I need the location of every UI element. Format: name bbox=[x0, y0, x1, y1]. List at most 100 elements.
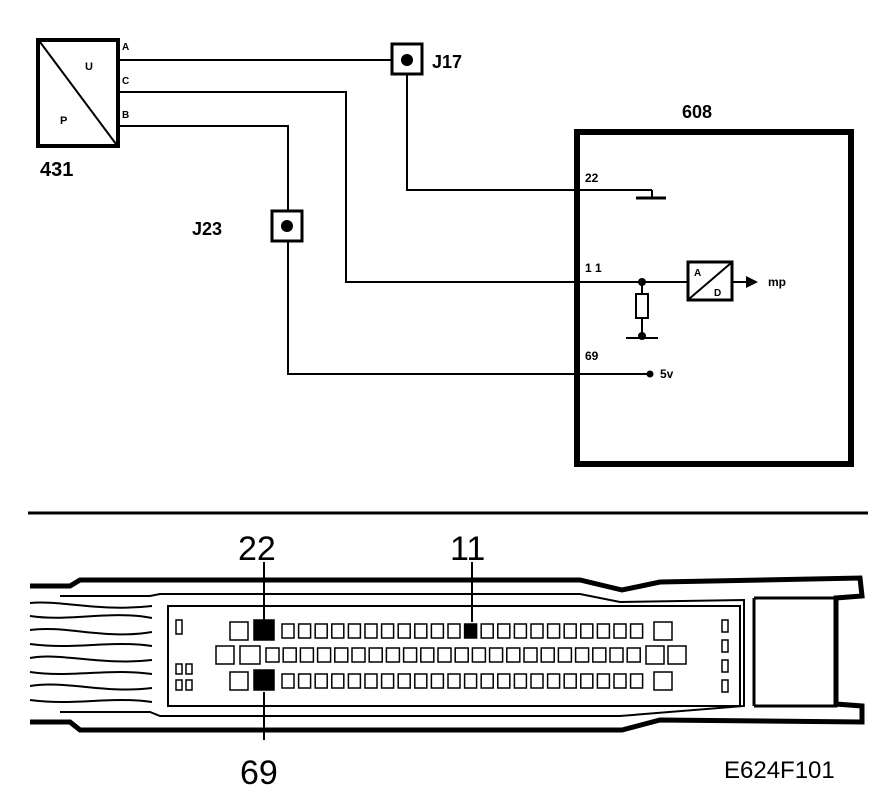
ecu-608: 608 22 1 1 A D mp 69 5v bbox=[574, 102, 854, 467]
connector-pin bbox=[629, 673, 644, 689]
connector-pin bbox=[592, 647, 607, 663]
connector-pin-rows bbox=[215, 619, 687, 691]
connector-pin bbox=[331, 623, 345, 639]
connector-pin bbox=[463, 673, 478, 689]
connector-pin bbox=[454, 647, 469, 663]
figure-id: E624F101 bbox=[724, 757, 835, 784]
connector-pin bbox=[420, 647, 435, 663]
connector-pin bbox=[596, 623, 611, 639]
connector-pin bbox=[497, 623, 511, 639]
connector-pin bbox=[506, 647, 521, 663]
connector-pin bbox=[314, 623, 328, 639]
connector-pin bbox=[380, 673, 395, 689]
connector-pin bbox=[414, 673, 428, 689]
ecu-output-label: mp bbox=[768, 275, 786, 289]
connector-housing-inner bbox=[60, 593, 745, 717]
ecu-supply-label: 5v bbox=[660, 367, 674, 381]
connector-pin bbox=[513, 673, 528, 689]
j23-box bbox=[270, 209, 304, 243]
connector-pin bbox=[364, 673, 378, 689]
connector-pin bbox=[574, 647, 590, 663]
adc-label-d: D bbox=[714, 288, 721, 299]
connector-pin bbox=[488, 647, 504, 663]
connector-pin bbox=[613, 673, 627, 689]
connector-pin bbox=[557, 647, 573, 663]
wire-bundle bbox=[29, 601, 153, 703]
wires bbox=[118, 59, 580, 375]
connector-slots-left bbox=[175, 619, 193, 691]
connector-pin bbox=[513, 623, 528, 639]
connector-pin bbox=[380, 623, 395, 639]
connector-pin bbox=[347, 673, 362, 689]
connector-pin-11 bbox=[463, 623, 478, 639]
connector-pin bbox=[297, 623, 312, 639]
ecu-ref: 608 bbox=[682, 102, 712, 122]
callout-11: 11 bbox=[450, 530, 485, 568]
wire-j23-69 bbox=[287, 242, 580, 375]
connector-pin bbox=[447, 623, 461, 639]
connector-pin bbox=[563, 673, 577, 689]
connector-pin bbox=[645, 645, 665, 665]
connector-pin bbox=[540, 647, 555, 663]
connector-pin bbox=[437, 647, 452, 663]
connector-pin bbox=[629, 623, 644, 639]
connector-slots-right bbox=[721, 619, 729, 693]
callout-22: 22 bbox=[238, 530, 276, 568]
connector-pin bbox=[613, 623, 627, 639]
connector-pin bbox=[297, 673, 312, 689]
connector-pin bbox=[471, 647, 487, 663]
j17-box bbox=[390, 42, 424, 76]
connector-pin bbox=[397, 673, 411, 689]
connector-pin bbox=[402, 647, 418, 663]
ecu-supply-node bbox=[646, 370, 654, 378]
connector-pin bbox=[530, 673, 544, 689]
sensor-ref: 431 bbox=[40, 159, 73, 181]
connector-pin bbox=[447, 673, 461, 689]
connector-pin bbox=[497, 673, 511, 689]
sensor-diagonal bbox=[39, 41, 117, 145]
sensor-pin-a: A bbox=[122, 42, 129, 53]
junction-j17: J17 bbox=[390, 42, 462, 76]
ecu-pin-22: 22 bbox=[585, 171, 599, 185]
connector-pin bbox=[347, 623, 362, 639]
connector-face bbox=[167, 605, 741, 707]
sensor-pin-c: C bbox=[122, 76, 129, 87]
connector-pin bbox=[364, 623, 378, 639]
connector-locking-tab bbox=[754, 596, 838, 708]
connector-pin bbox=[414, 623, 428, 639]
j23-label: J23 bbox=[192, 219, 222, 239]
sensor-431: U P A C B 431 bbox=[36, 38, 129, 181]
connector-pin bbox=[299, 647, 315, 663]
connector-pin bbox=[385, 647, 401, 663]
connector-pin bbox=[334, 647, 349, 663]
connector-pin bbox=[546, 623, 561, 639]
connector-pin bbox=[430, 623, 445, 639]
ecu-pin-11: 1 1 bbox=[585, 261, 602, 275]
sensor-label-p: P bbox=[60, 115, 67, 127]
connector-pin-69 bbox=[253, 669, 275, 691]
connector-pin-22 bbox=[253, 619, 275, 641]
connector-pin bbox=[265, 647, 280, 663]
connector-pin bbox=[351, 647, 366, 663]
j23-dot bbox=[281, 220, 293, 232]
connector-pin bbox=[546, 673, 561, 689]
j17-label: J17 bbox=[432, 52, 462, 72]
connector-pin bbox=[653, 671, 673, 691]
adc-output-arrow bbox=[746, 276, 758, 288]
junction-j23: J23 bbox=[192, 209, 304, 243]
connector-pin bbox=[215, 645, 235, 665]
connector-pin bbox=[667, 645, 687, 665]
j17-dot bbox=[401, 54, 413, 66]
adc-diagonal bbox=[688, 262, 732, 300]
wire-j17-22 bbox=[406, 75, 580, 191]
connector-pin bbox=[331, 673, 345, 689]
ecu-resistor bbox=[635, 293, 649, 319]
sensor-pin-b: B bbox=[122, 110, 129, 121]
connector-pin bbox=[397, 623, 411, 639]
connector-pin bbox=[316, 647, 332, 663]
connector-pin bbox=[368, 647, 383, 663]
ecu-pin-69: 69 bbox=[585, 349, 599, 363]
connector-pin bbox=[523, 647, 538, 663]
sensor-label-u: U bbox=[85, 61, 93, 73]
